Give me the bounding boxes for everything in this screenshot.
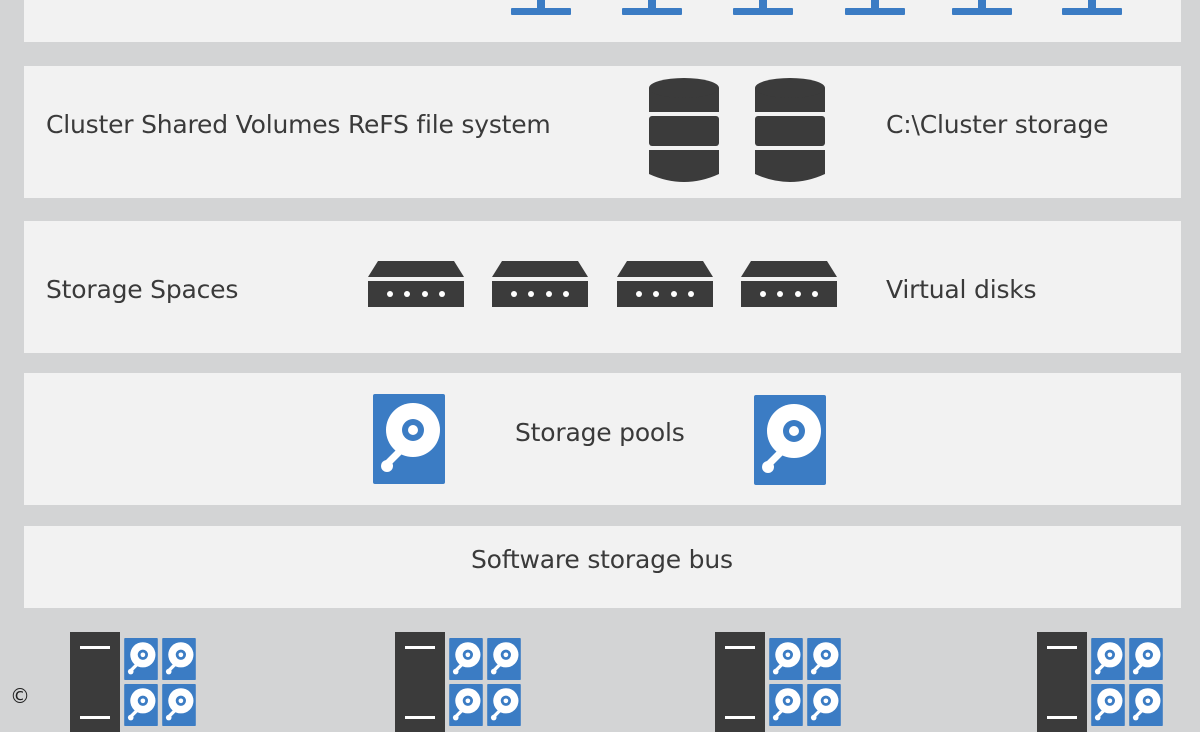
network-connector-icon — [622, 0, 682, 18]
hard-drive-icon — [754, 395, 826, 485]
storage-bus-layer: Software storage bus — [24, 526, 1181, 608]
storage-spaces-layer: Storage Spaces Virtual disks — [24, 221, 1181, 353]
cluster-storage-label: C:\Cluster storage — [886, 110, 1109, 139]
virtual-disk-icon — [368, 261, 464, 309]
server-icon — [70, 632, 120, 732]
network-connector-icon — [1062, 0, 1122, 18]
hard-drive-icon — [373, 394, 445, 484]
virtual-disk-icon — [492, 261, 588, 309]
network-connector-icon — [952, 0, 1012, 18]
network-connector-icon — [511, 0, 571, 18]
database-icon — [755, 78, 825, 184]
copyright-mark: © — [10, 684, 30, 708]
server-node — [715, 632, 845, 720]
server-node — [395, 632, 525, 720]
database-icon — [649, 78, 719, 184]
hard-drive-icon — [769, 638, 803, 680]
hard-drive-icon — [124, 638, 158, 680]
csv-layer: Cluster Shared Volumes ReFS file system … — [24, 66, 1181, 198]
server-icon — [1037, 632, 1087, 732]
hard-drive-icon — [1091, 638, 1125, 680]
server-icon — [395, 632, 445, 732]
storage-bus-label: Software storage bus — [471, 545, 733, 574]
hard-drive-icon — [449, 638, 483, 680]
virtual-disk-icon — [741, 261, 837, 309]
csv-label: Cluster Shared Volumes ReFS file system — [46, 110, 551, 139]
network-layer — [24, 0, 1181, 42]
hard-drive-icon — [487, 638, 521, 680]
hard-drive-icon — [1129, 638, 1163, 680]
server-node — [70, 632, 200, 720]
hard-drive-icon — [807, 638, 841, 680]
storage-spaces-label: Storage Spaces — [46, 275, 239, 304]
virtual-disks-label: Virtual disks — [886, 275, 1037, 304]
hard-drive-icon — [162, 638, 196, 680]
server-icon — [715, 632, 765, 732]
network-connector-icon — [733, 0, 793, 18]
network-connector-icon — [845, 0, 905, 18]
storage-pools-label: Storage pools — [515, 418, 685, 447]
virtual-disk-icon — [617, 261, 713, 309]
server-node — [1037, 632, 1167, 720]
storage-pools-layer: Storage pools — [24, 373, 1181, 505]
